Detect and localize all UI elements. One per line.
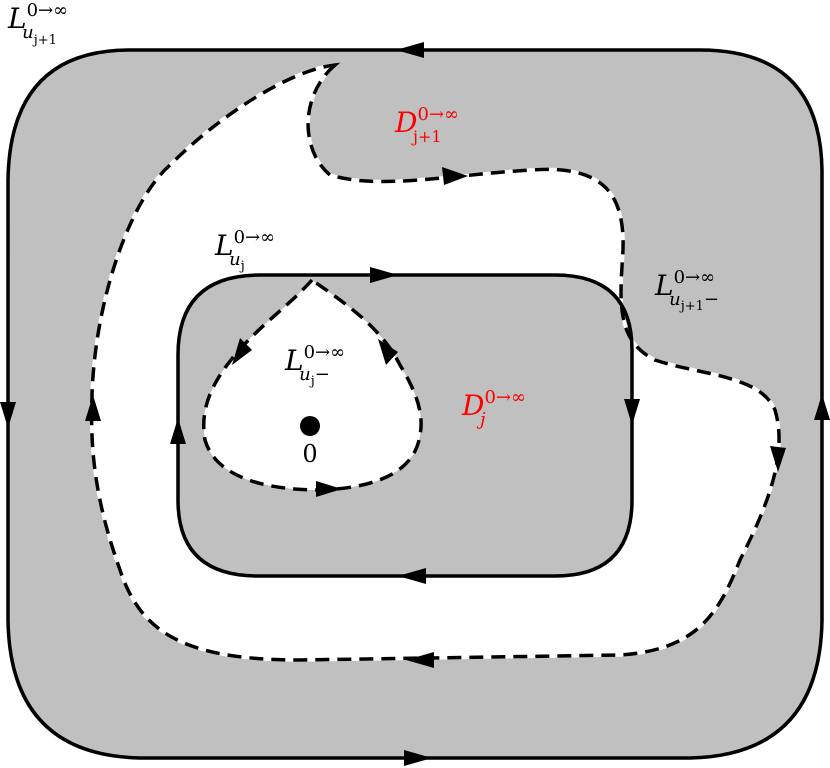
- outer-region-label: D0→∞j+1: [394, 104, 459, 146]
- inner-region-label: D0→∞j: [461, 387, 526, 430]
- arrow-inner-top: [370, 267, 398, 283]
- arrow-dashed-right: [770, 446, 786, 472]
- inner-region-fill: [178, 275, 632, 576]
- arrow-dashed-left: [85, 395, 101, 421]
- arrow-teardrop-right: [378, 339, 398, 365]
- outer-dashed-curve-dashes: [89, 62, 781, 662]
- origin-point: [300, 416, 320, 436]
- inner-curve-label: L0→∞uj: [214, 227, 275, 274]
- arrow-dashed-bottom: [406, 652, 434, 668]
- arrow-teardrop-bottom: [316, 481, 342, 497]
- inner-dashed-label: L0→∞uj−: [284, 342, 345, 389]
- arrow-outer-left: [0, 402, 16, 428]
- outer-region-fill: [8, 50, 822, 758]
- arrow-outer-top: [396, 42, 424, 58]
- arrow-inner-right: [624, 399, 640, 425]
- arrow-teardrop-left: [232, 338, 252, 365]
- arrow-outer-right: [814, 394, 830, 420]
- direction-arrows: [0, 42, 830, 766]
- arrow-inner-left: [170, 418, 186, 444]
- arrow-dashed-top: [442, 167, 468, 185]
- arrow-outer-bottom: [404, 750, 432, 766]
- arrow-inner-bottom: [398, 568, 426, 584]
- outer-dashed-label: L0→∞uj+1−: [654, 267, 719, 314]
- outer-curve-label: L0→∞uj+1: [7, 0, 68, 48]
- origin-label: 0: [302, 440, 317, 468]
